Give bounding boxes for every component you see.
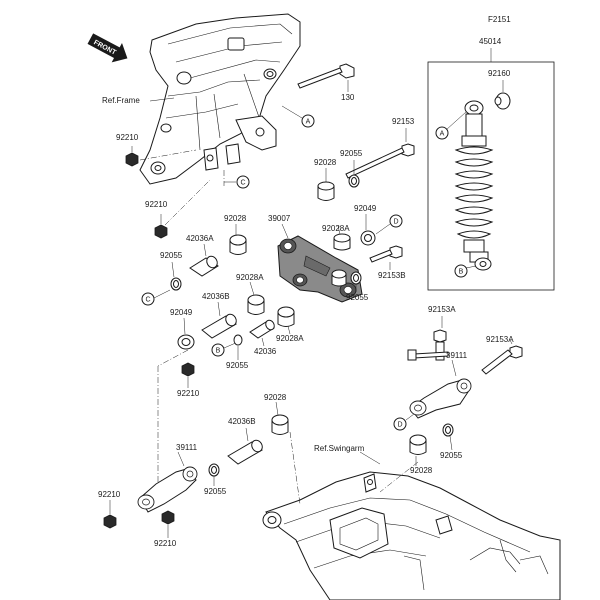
svg-text:D: D: [393, 219, 398, 226]
nut-92210-e: [161, 510, 175, 525]
label-42036A: 42036A: [186, 234, 214, 243]
label-92160: 92160: [488, 69, 511, 78]
svg-text:C: C: [145, 297, 150, 304]
bolt-92153B: [369, 245, 403, 263]
bolt-130: [297, 63, 355, 89]
label-92210-b: 92210: [145, 200, 168, 209]
label-130: 130: [341, 93, 355, 102]
label-92210-d: 92210: [98, 490, 121, 499]
label-92153B: 92153B: [378, 271, 406, 280]
label-39111-a: 39111: [446, 351, 468, 360]
label-39111-b: 39111: [176, 443, 198, 452]
label-92028-a: 92028: [314, 158, 337, 167]
callout-a-frame: [301, 114, 315, 128]
label-92210-c: 92210: [177, 389, 200, 398]
collar-92028A-lower: [277, 306, 295, 327]
nut-92210-c: [181, 362, 195, 377]
tie-rod-39111-lower: [137, 466, 198, 513]
label-92055-f: 92055: [440, 451, 463, 460]
bolt-92153A-vertical: [433, 329, 447, 361]
svg-text:C: C: [240, 180, 245, 187]
nut-92210-b: [154, 224, 168, 239]
label-92055-b: 92055: [160, 251, 183, 260]
sleeve-42036: [249, 319, 275, 339]
collar-rocker-lower: [331, 269, 347, 287]
seal-92055-mid: [233, 334, 243, 346]
sleeve-42036A: [189, 255, 219, 277]
label-92028A-c: 92028A: [276, 334, 304, 343]
nut-92210-a: [125, 152, 139, 167]
svg-text:A: A: [440, 131, 445, 138]
collar-92028-right: [409, 434, 427, 455]
sleeve-42036B-lower: [227, 439, 263, 465]
label-45014: 45014: [479, 37, 502, 46]
label-92153: 92153: [392, 117, 415, 126]
shock-absorber-group: 45014 92160 A B: [427, 37, 555, 291]
front-direction-arrow: FRONT: [87, 33, 128, 63]
label-92049-b: 92049: [170, 308, 193, 317]
label-42036B-a: 42036B: [202, 292, 230, 301]
label-92028A-b: 92028A: [236, 273, 264, 282]
ref-swingarm-label: Ref.Swingarm: [314, 444, 365, 453]
callout-b-shock: [454, 264, 468, 278]
callout-a-shock: [435, 126, 449, 140]
frame-assembly: [139, 13, 301, 185]
svg-text:B: B: [216, 348, 221, 355]
label-92049-a: 92049: [354, 204, 377, 213]
label-92153A-a: 92153A: [428, 305, 456, 314]
collar-92028-upper: [317, 181, 335, 201]
callout-c-left: [141, 292, 155, 306]
bolt-92153A-horizontal: [481, 345, 523, 375]
figure-code: F2151: [488, 15, 511, 24]
label-39007: 39007: [268, 214, 291, 223]
callout-d-lower: [393, 417, 407, 431]
label-42036B-b: 42036B: [228, 417, 256, 426]
tie-rod-39111-upper: [409, 378, 472, 419]
label-92028-b: 92028: [224, 214, 247, 223]
bolt-92153: [345, 143, 415, 179]
collar-92028-lower-left: [271, 414, 289, 435]
label-92028A-a: 92028A: [322, 224, 350, 233]
nut-92210-d: [103, 514, 117, 529]
label-92055-e: 92055: [204, 487, 227, 496]
label-42036: 42036: [254, 347, 277, 356]
callout-c-frame: [236, 175, 250, 189]
sleeve-42036B-upper: [201, 313, 237, 339]
swingarm: [262, 471, 561, 600]
label-92210-a: 92210: [116, 133, 139, 142]
label-92055-d: 92055: [226, 361, 249, 370]
label-92055-a: 92055: [340, 149, 363, 158]
svg-text:D: D: [397, 422, 402, 429]
ref-frame-label: Ref.Frame: [102, 96, 140, 105]
collar-92028-left: [229, 234, 247, 255]
label-92028-d: 92028: [410, 466, 433, 475]
label-92210-e: 92210: [154, 539, 177, 548]
collar-92028A-middle: [247, 294, 265, 315]
svg-text:A: A: [306, 119, 311, 126]
collar-92028A-top: [333, 233, 351, 251]
label-92028-c: 92028: [264, 393, 287, 402]
label-92055-c: 92055: [346, 293, 369, 302]
callout-b-left: [211, 343, 225, 357]
svg-text:B: B: [459, 269, 464, 276]
label-92153A-b: 92153A: [486, 335, 514, 344]
callout-d-upper: [389, 214, 403, 228]
